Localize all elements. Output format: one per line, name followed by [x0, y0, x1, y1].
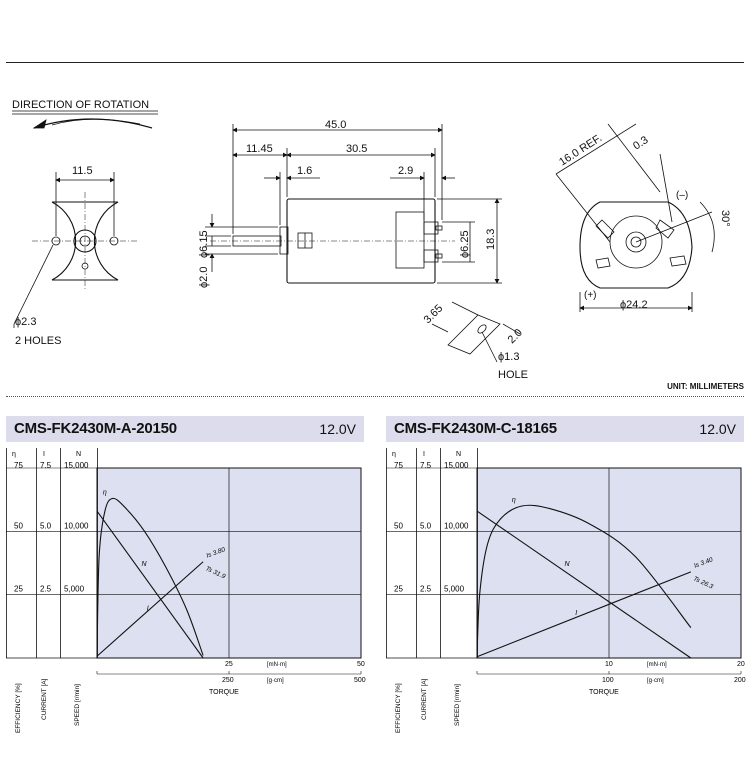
- dim-boss-len: 1.6: [297, 165, 312, 177]
- chart2-title-bar: CMS-FK2430M-C-18165 12.0V: [386, 416, 744, 442]
- dim-height: 18.3: [485, 229, 497, 250]
- tick-efficiency: 25: [394, 585, 403, 594]
- tick-speed: 15,000: [444, 461, 469, 470]
- symbol-speed: N: [76, 451, 81, 458]
- dim-shaft-len: 11.45: [246, 143, 273, 155]
- dim-rear-gap: 0.3: [631, 134, 650, 152]
- dim-terminal-width: 3.65: [422, 302, 446, 326]
- dim-rear-dia: ϕ24.2: [620, 299, 648, 311]
- chart1-model: CMS-FK2430M-A-20150: [14, 420, 177, 437]
- tick-efficiency: 25: [14, 585, 23, 594]
- dim-boss-dia: ϕ6.15: [198, 230, 210, 258]
- terminal-minus: (–): [676, 190, 688, 201]
- chart1-voltage: 12.0V: [319, 421, 356, 437]
- symbol-current: I: [423, 451, 425, 458]
- tick-torque-g: 500: [354, 677, 366, 684]
- label-efficiency-series: η: [512, 497, 516, 504]
- tick-current: 2.5: [40, 585, 52, 594]
- dim-terminal-hole: ϕ1.3: [498, 351, 519, 363]
- unit-g: [g·cm]: [647, 678, 664, 684]
- tick-efficiency: 75: [394, 461, 403, 470]
- label-speed-series: N: [565, 561, 571, 568]
- front-view: [13, 172, 138, 328]
- tick-torque-g: 250: [222, 677, 234, 684]
- chart2-model: CMS-FK2430M-C-18165: [394, 420, 557, 437]
- terminal-detail: [431, 301, 521, 363]
- symbol-current: I: [43, 451, 45, 458]
- speed-line: [96, 510, 204, 659]
- tick-efficiency: 50: [394, 521, 403, 530]
- terminal-plus: (+): [584, 290, 597, 301]
- current-line: [476, 571, 692, 658]
- rotation-label: DIRECTION OF ROTATION: [12, 99, 149, 111]
- tick-speed: 5,000: [444, 585, 465, 594]
- unit-mn: [mN·m]: [267, 662, 287, 668]
- tick-speed: 15,000: [64, 461, 89, 470]
- side-view: [205, 124, 502, 284]
- tick-current: 7.5: [420, 461, 432, 470]
- symbol-efficiency: η: [392, 451, 396, 458]
- y-label-efficiency: EFFICIENCY [%]: [15, 683, 22, 733]
- y-label-current: CURRENT [A]: [421, 678, 428, 720]
- dim-rear-angle: 30°: [719, 210, 731, 227]
- tick-efficiency: 75: [14, 461, 23, 470]
- label-efficiency-series: η: [103, 489, 107, 496]
- speed-line: [476, 510, 692, 659]
- tick-speed: 5,000: [64, 585, 85, 594]
- unit-g: [g·cm]: [267, 678, 284, 684]
- unit-mn: [mN·m]: [647, 662, 667, 668]
- current-line: [96, 561, 204, 657]
- tick-efficiency: 50: [14, 521, 23, 530]
- dim-terminal-thickness: 2.0: [506, 327, 525, 346]
- terminal-hole-label: HOLE: [498, 369, 528, 381]
- dim-overall: 45.0: [325, 119, 346, 131]
- efficiency-curve: [476, 504, 692, 659]
- tick-torque-mn: 20: [737, 661, 745, 668]
- y-label-current: CURRENT [A]: [41, 678, 48, 720]
- motor-dimension-drawing: DIRECTION OF ROTATION 11.5 ϕ2.3 2 HOLES …: [12, 99, 731, 381]
- y-label-efficiency: EFFICIENCY [%]: [395, 683, 402, 733]
- y-label-speed: SPEED [r/min]: [74, 684, 81, 726]
- hole-count-label: 2 HOLES: [15, 335, 61, 347]
- dim-hole-dia: ϕ2.3: [15, 316, 36, 328]
- dim-terminal-len: 2.9: [398, 165, 413, 177]
- efficiency-curve: [96, 497, 204, 659]
- chart1-title-bar: CMS-FK2430M-A-20150 12.0V: [6, 416, 364, 442]
- tick-speed: 10,000: [64, 521, 89, 530]
- symbol-efficiency: η: [12, 451, 16, 458]
- dim-shaft-dia: ϕ2.0: [198, 267, 210, 288]
- dim-body-len: 30.5: [346, 143, 367, 155]
- x-axis-label: TORQUE: [209, 689, 239, 696]
- label-speed-series: N: [141, 561, 147, 568]
- tick-current: 7.5: [40, 461, 52, 470]
- tick-torque-mn: 50: [357, 661, 365, 668]
- tick-current: 5.0: [420, 521, 432, 530]
- tick-current: 2.5: [420, 585, 432, 594]
- dim-rear-ref: 16.0 REF.: [557, 132, 604, 168]
- tick-torque-g: 100: [602, 677, 614, 684]
- unit-note: UNIT: MILLIMETERS: [667, 382, 744, 391]
- symbol-speed: N: [456, 451, 461, 458]
- label-current-series: I: [147, 606, 149, 613]
- tick-torque-mn: 10: [605, 661, 613, 668]
- tick-speed: 10,000: [444, 521, 469, 530]
- label-current-series: I: [575, 610, 577, 617]
- chart2-voltage: 12.0V: [699, 421, 736, 437]
- section-divider: [6, 396, 744, 397]
- dim-front-width: 11.5: [72, 165, 93, 177]
- tick-torque-mn: 25: [225, 661, 233, 668]
- x-axis-label: TORQUE: [589, 689, 619, 696]
- tick-torque-g: 200: [734, 677, 746, 684]
- y-label-speed: SPEED [r/min]: [454, 684, 461, 726]
- top-rule: [6, 62, 744, 63]
- tick-current: 5.0: [40, 521, 52, 530]
- rotation-indicator: [12, 110, 158, 129]
- rear-view: [555, 123, 715, 312]
- dim-bushing-dia: ϕ6.25: [459, 230, 471, 258]
